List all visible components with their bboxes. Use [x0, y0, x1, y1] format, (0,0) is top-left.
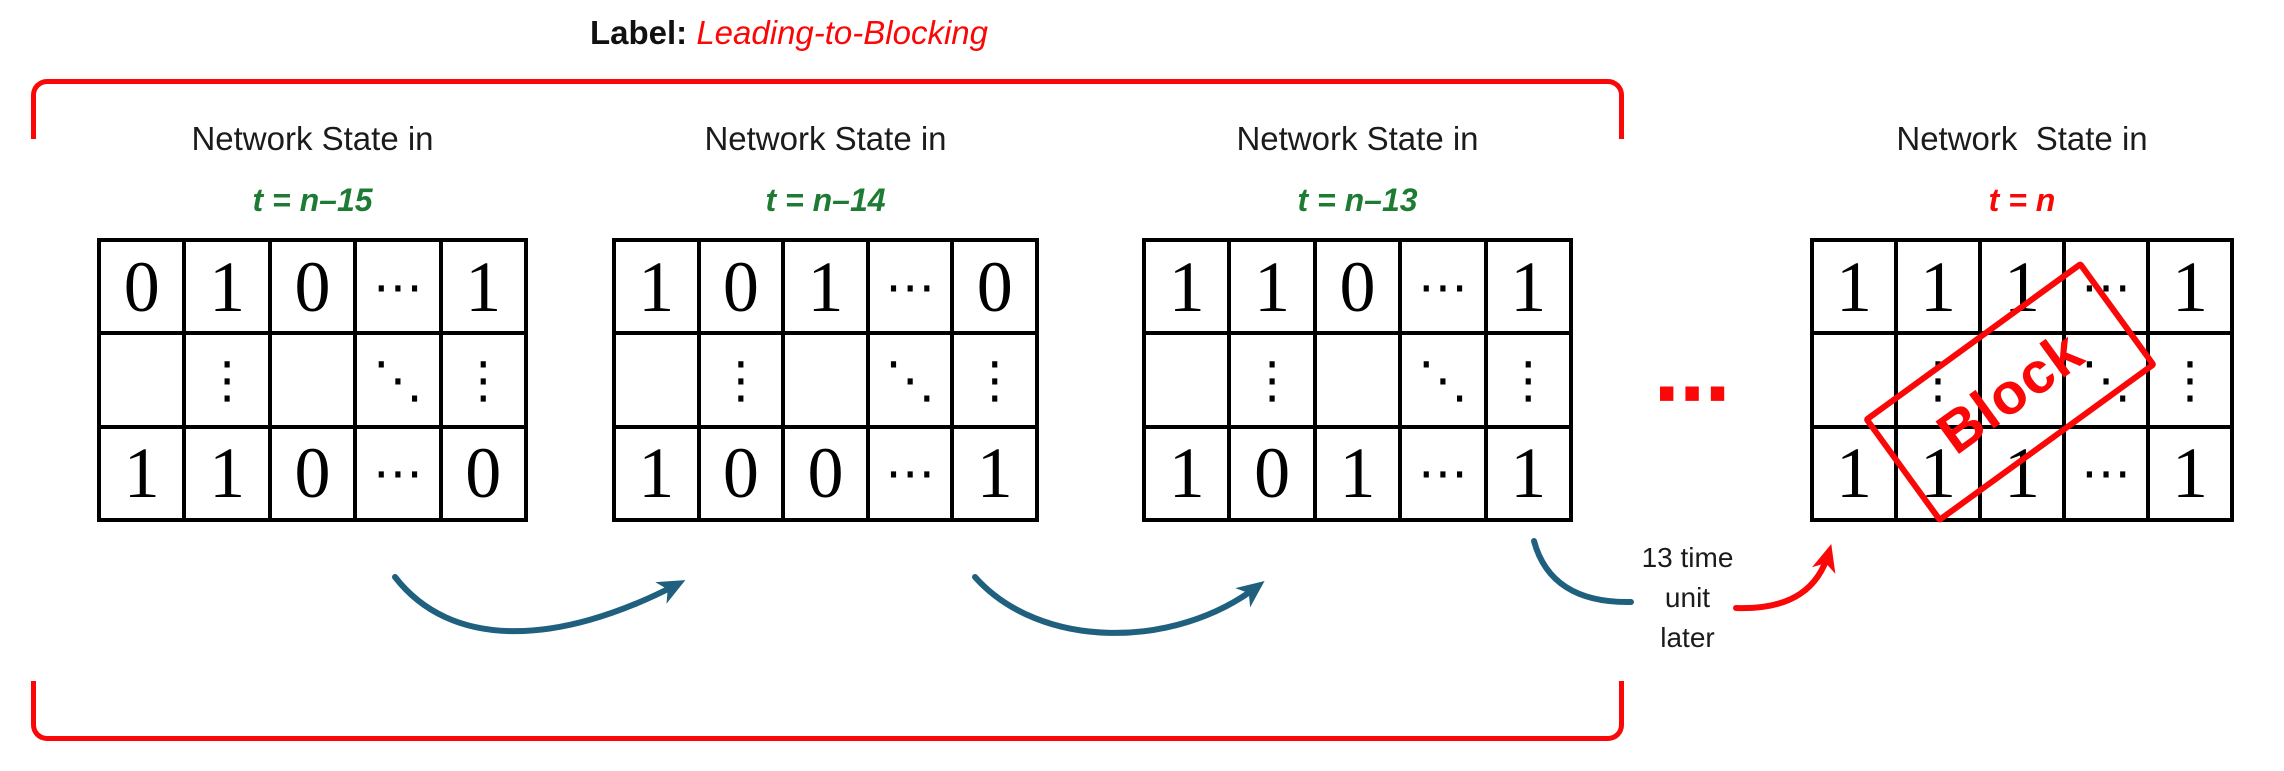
matrix-cell: ⋯ — [2064, 240, 2148, 334]
matrix-cell: 1 — [1896, 426, 1980, 520]
matrix-cell: 1 — [1485, 240, 1571, 334]
matrix-cell: 1 — [2148, 426, 2232, 520]
matrix-cell: ⋮ — [440, 333, 526, 427]
matrix-cell: 0 — [269, 240, 356, 334]
matrix-cell: 1 — [184, 426, 270, 520]
matrix-cell: 0 — [952, 240, 1037, 334]
matrix-cell: ⋮ — [1485, 333, 1571, 427]
matrix-cell: 1 — [1980, 426, 2064, 520]
matrix-cell: ⋮ — [184, 333, 270, 427]
matrix-cell — [269, 333, 356, 427]
matrix-cell: ⋮ — [2148, 333, 2232, 427]
matrix-cell — [1980, 333, 2064, 427]
matrix-cell: 0 — [1229, 426, 1315, 520]
matrix-cell: ⋯ — [867, 240, 953, 334]
matrix-cell: ⋮ — [1229, 333, 1315, 427]
matrix-cell: ⋮ — [1896, 333, 1980, 427]
matrix-cell: 1 — [952, 426, 1037, 520]
matrix-title: Network State in — [1896, 120, 2148, 157]
matrix-cell: ⋮ — [698, 333, 784, 427]
matrix-cell: 1 — [1229, 240, 1315, 334]
matrix-cell: ⋯ — [355, 426, 441, 520]
matrix-cell: ⋱ — [2064, 333, 2148, 427]
matrix-cell: 0 — [698, 426, 784, 520]
delay-label: 13 time unit later — [1641, 542, 1734, 653]
matrix-cell: 1 — [614, 240, 699, 334]
matrix-cell — [99, 333, 185, 427]
matrix-time-label: t = n–14 — [765, 182, 886, 218]
matrix-cell: ⋯ — [355, 240, 441, 334]
matrix-cell: 0 — [269, 426, 356, 520]
red-ellipsis-icon: ⋯ — [1654, 349, 1730, 438]
matrix-cell — [783, 333, 868, 427]
matrix-time-label: t = n–15 — [252, 182, 373, 218]
matrix-cell: 1 — [1314, 426, 1401, 520]
matrix-cell: ⋮ — [952, 333, 1037, 427]
matrix-cell: 1 — [1144, 426, 1230, 520]
matrix-cell: ⋯ — [2064, 426, 2148, 520]
matrix-cell: 1 — [1812, 426, 1896, 520]
matrix-cell: 0 — [99, 240, 185, 334]
matrix-cell: ⋯ — [1400, 240, 1486, 334]
matrix-cell — [1144, 333, 1230, 427]
transition-arrow-1 — [392, 574, 686, 635]
bottom-bracket — [31, 681, 1624, 741]
figure-label: Label: Leading-to-Blocking — [589, 14, 989, 52]
matrix-cell: 0 — [440, 426, 526, 520]
top-bracket — [31, 79, 1624, 139]
matrix-cell: 0 — [698, 240, 784, 334]
matrix-cell: 1 — [2148, 240, 2232, 334]
transition-arrow-2 — [972, 574, 1265, 636]
matrix-cell: 1 — [614, 426, 699, 520]
matrix-cell: ⋱ — [355, 333, 441, 427]
matrix-cell: ⋱ — [867, 333, 953, 427]
matrix-cell: ⋯ — [867, 426, 953, 520]
matrix-time-label: t = n — [1988, 182, 2056, 218]
matrix-title: Network State in — [191, 120, 434, 157]
matrix-cell: 1 — [1485, 426, 1571, 520]
matrix-cell: 1 — [99, 426, 185, 520]
figure-label-value: Leading-to-Blocking — [696, 14, 989, 51]
matrix-cell — [1314, 333, 1401, 427]
matrix-cell — [1812, 333, 1896, 427]
matrix-cell: 1 — [440, 240, 526, 334]
matrix-cell: 0 — [1314, 240, 1401, 334]
matrix-cell: ⋱ — [1400, 333, 1486, 427]
matrix-cell: ⋯ — [1400, 426, 1486, 520]
matrix-time-label: t = n–13 — [1297, 182, 1418, 218]
matrix-cell: 1 — [1144, 240, 1230, 334]
matrix-cell — [614, 333, 699, 427]
matrix-title: Network State in — [704, 120, 947, 157]
matrix-cell: 1 — [184, 240, 270, 334]
matrix-cell: 1 — [1896, 240, 1980, 334]
matrix-title: Network State in — [1236, 120, 1479, 157]
matrix-cell: 1 — [1812, 240, 1896, 334]
matrix-cell: 1 — [783, 240, 868, 334]
matrix-cell: 0 — [783, 426, 868, 520]
matrix-cell: 1 — [1980, 240, 2064, 334]
figure-label-prefix: Label: — [589, 14, 688, 51]
